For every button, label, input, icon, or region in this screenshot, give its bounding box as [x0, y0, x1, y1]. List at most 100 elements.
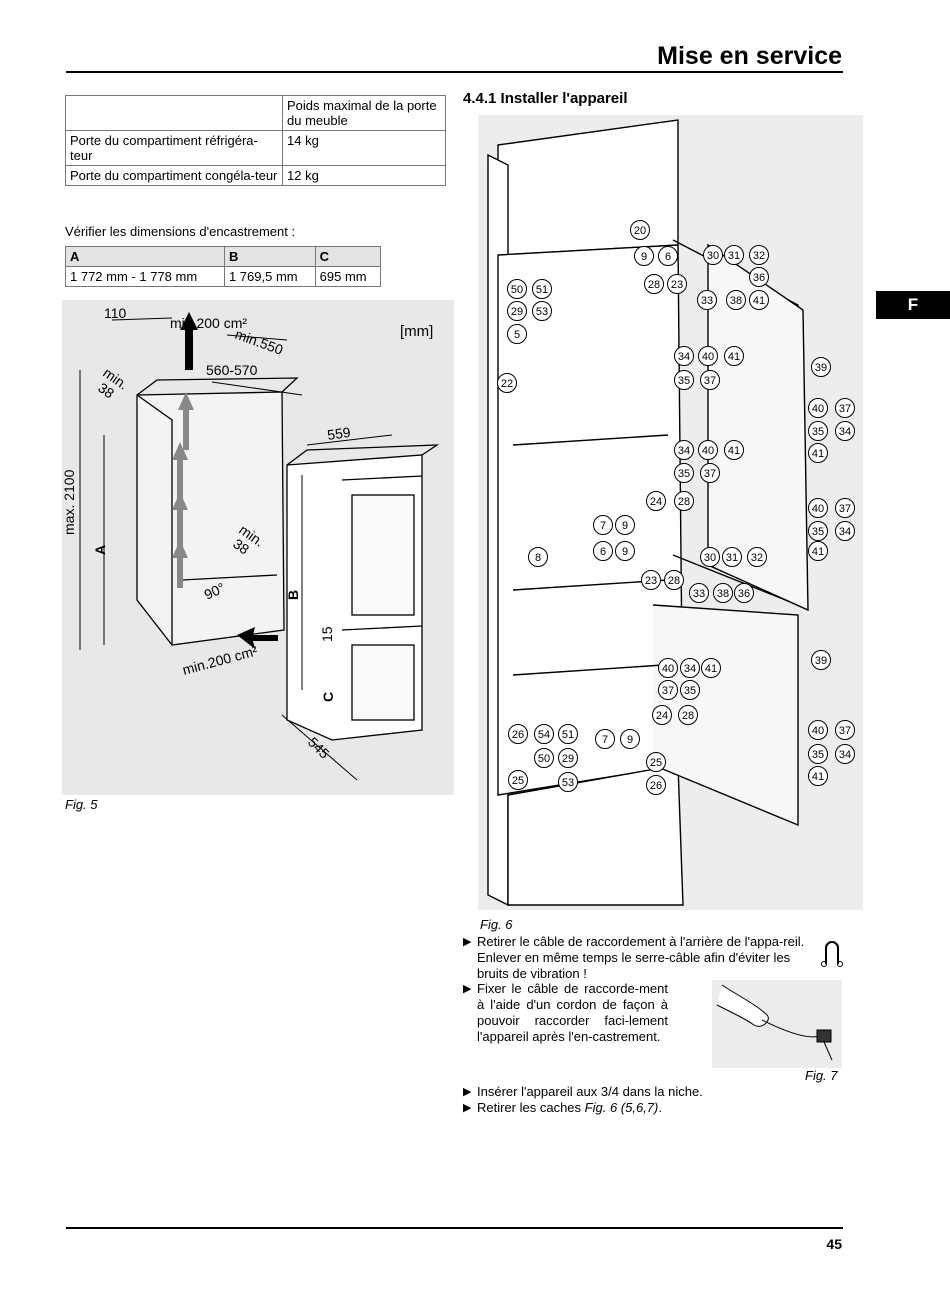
table-cell: 695 mm [314, 266, 382, 287]
callout-number: 37 [839, 403, 851, 415]
instruction-text: Insérer l'appareil aux 3/4 dans la niche… [477, 1084, 703, 1099]
table-row: Porte du compartiment réfrigéra-teur 14 … [65, 130, 446, 166]
table-cell: B [223, 246, 316, 267]
footer-rule [66, 1227, 843, 1229]
callout-number: 23 [645, 575, 657, 587]
callout-circle [558, 724, 578, 744]
callout-number: 40 [812, 503, 824, 515]
callout-number: 35 [812, 526, 824, 538]
callout-number: 40 [812, 725, 824, 737]
dim-a-label: A [92, 545, 108, 555]
table-cell: Porte du compartiment congéla-teur [65, 165, 283, 186]
callout-number: 41 [705, 663, 717, 675]
callout-circle [835, 521, 855, 541]
callout-circle [808, 421, 828, 441]
callout-circle [835, 720, 855, 740]
dim-15-label: 15 [319, 626, 335, 642]
callout-circle [646, 491, 666, 511]
callout-number: 6 [665, 251, 671, 263]
callout-circle [658, 658, 678, 678]
callout-number: 53 [562, 777, 574, 789]
table-cell: 1 769,5 mm [223, 266, 316, 287]
callout-number: 41 [812, 771, 824, 783]
callout-number: 35 [812, 749, 824, 761]
callout-circle [700, 547, 720, 567]
instruction-text-end: . [658, 1100, 662, 1115]
callout-number: 40 [702, 351, 714, 363]
callout-circle [808, 744, 828, 764]
callout-circle [700, 370, 720, 390]
callout-circle [724, 245, 744, 265]
bullet-triangle-icon: ▶ [463, 936, 472, 948]
callout-number: 24 [650, 496, 662, 508]
callout-number: 35 [678, 468, 690, 480]
callout-number: 37 [704, 375, 716, 387]
callout-circle [644, 274, 664, 294]
callout-circle [615, 541, 635, 561]
callout-circle [646, 752, 666, 772]
callout-number: 33 [701, 295, 713, 307]
table-cell [65, 95, 283, 131]
callout-number: 34 [839, 749, 851, 761]
callout-circle [658, 680, 678, 700]
callout-number: 33 [693, 588, 705, 600]
table-cell: Porte du compartiment réfrigéra-teur [65, 130, 283, 166]
callout-circle [835, 744, 855, 764]
callout-number: 7 [600, 520, 606, 532]
callout-circle [508, 770, 528, 790]
callout-circle [811, 357, 831, 377]
callout-number: 37 [839, 725, 851, 737]
callout-circle [641, 570, 661, 590]
callout-circle [634, 246, 654, 266]
callout-number: 51 [536, 284, 548, 296]
callout-number: 9 [627, 734, 633, 746]
dim-559-label: 559 [326, 424, 352, 443]
callout-number: 51 [562, 729, 574, 741]
callout-number: 35 [678, 375, 690, 387]
callout-number: 28 [678, 496, 690, 508]
callout-number: 7 [602, 734, 608, 746]
bullet-triangle-icon: ▶ [463, 1102, 472, 1114]
callout-circle [680, 680, 700, 700]
callout-circle [724, 346, 744, 366]
callout-circle [698, 440, 718, 460]
instruction-text: Fixer le câble de raccorde-ment à l'aide… [477, 981, 668, 1044]
callout-circle [734, 583, 754, 603]
callout-circle [595, 729, 615, 749]
callout-circle [722, 547, 742, 567]
fig6-caption: Fig. 6 [480, 917, 513, 932]
callout-circle [726, 290, 746, 310]
callout-circle [534, 748, 554, 768]
callout-number: 36 [753, 272, 765, 284]
callout-number: 8 [535, 552, 541, 564]
instruction-step: ▶ Insérer l'appareil aux 3/4 dans la nic… [463, 1084, 823, 1100]
callout-number: 30 [704, 552, 716, 564]
callout-number: 34 [839, 526, 851, 538]
max2100-label: max. 2100 [62, 469, 77, 535]
callout-circle [835, 421, 855, 441]
callout-circle [558, 748, 578, 768]
callout-number: 6 [600, 546, 606, 558]
instruction-step: ▶ Retirer le câble de raccordement à l'a… [463, 934, 818, 982]
bullet-triangle-icon: ▶ [463, 983, 472, 995]
callout-number: 20 [634, 225, 646, 237]
callout-circle [808, 720, 828, 740]
callout-number: 35 [812, 426, 824, 438]
callout-number: 37 [662, 685, 674, 697]
callout-number: 26 [512, 729, 524, 741]
callout-circle [747, 547, 767, 567]
callout-circle [749, 245, 769, 265]
callout-number: 37 [704, 468, 716, 480]
callout-number: 29 [562, 753, 574, 765]
callout-circle [808, 521, 828, 541]
callout-circle [532, 301, 552, 321]
callout-number: 38 [717, 588, 729, 600]
callout-number: 25 [650, 757, 662, 769]
callout-circle [558, 772, 578, 792]
dim-b-label: B [285, 590, 301, 600]
callout-number: 9 [622, 546, 628, 558]
callout-circle [652, 705, 672, 725]
callout-circle [808, 541, 828, 561]
callout-circle [534, 724, 554, 744]
callout-circle [667, 274, 687, 294]
